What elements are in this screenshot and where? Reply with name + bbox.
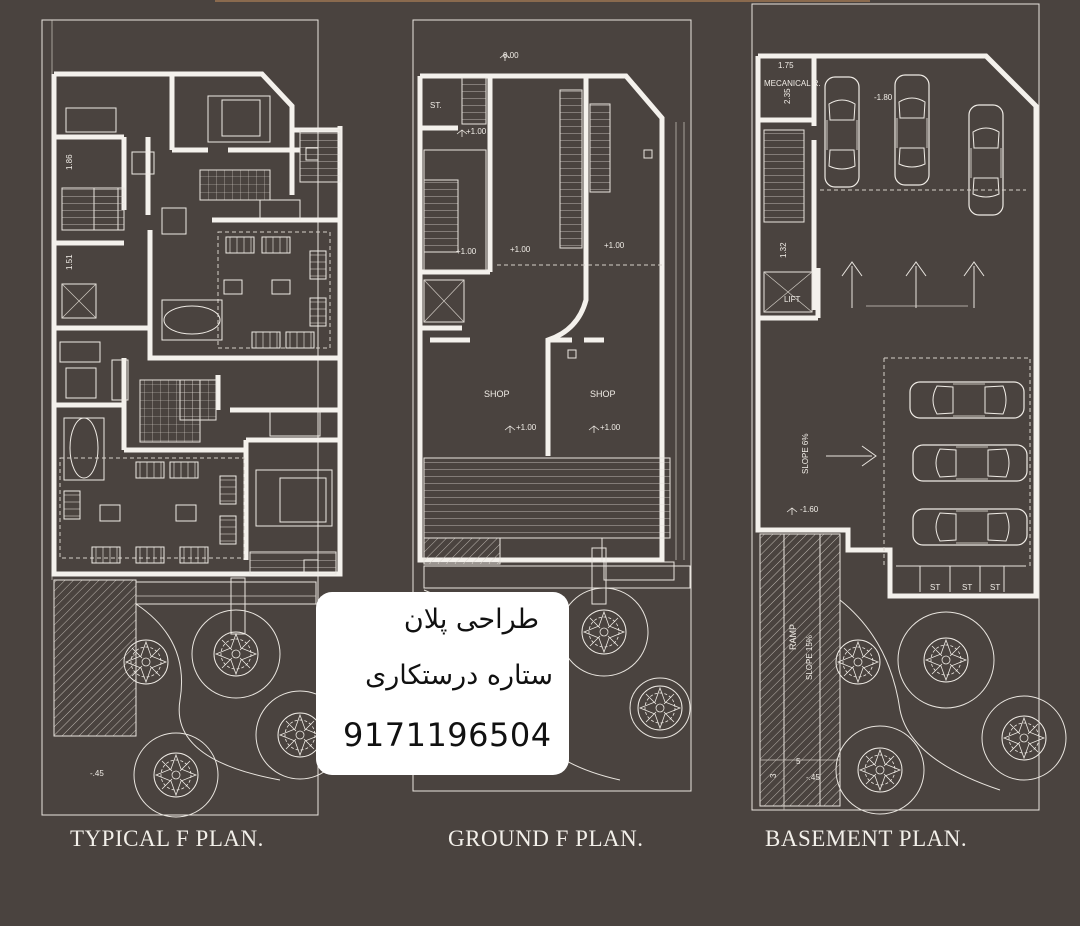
ramp-label: RAMP [788,624,798,650]
level-label: +1.00 [510,245,531,254]
plan-title-basement: BASEMENT PLAN. [765,826,968,851]
basement-plan [751,3,1067,815]
ground-floor-plan [412,19,692,792]
dim-label: 1.32 [779,242,788,258]
designer-name: ستاره درستکاری [365,660,553,691]
room-label: ST. [430,101,442,110]
dim-label: 5 [796,757,801,766]
room-label: MECANICAL R. [764,79,821,88]
level-label: -.45 [806,773,820,782]
room-label: SHOP [484,389,510,399]
top-accent-strip [215,0,870,2]
typical-floor-plan [41,19,345,818]
dim-label: 1.75 [778,61,794,70]
phone-number: 9171196504 [343,716,552,754]
level-label: +1.00 [456,247,477,256]
level-label: -1.80 [874,93,893,102]
dim-label: 1.86 [65,154,74,170]
storage-label: ST [962,583,972,592]
level-label: +1.00 [466,127,487,136]
plan-title-ground: GROUND F PLAN. [448,826,644,851]
room-label: LIFT [784,295,801,304]
level-label: -1.60 [800,505,819,514]
dim-label: 2.35 [783,88,792,104]
level-label: +1.00 [604,241,625,250]
plan-annotations: 1.86 1.51 -.45 ST. SHOP SHOP 0.00 +1.00 … [65,51,1000,782]
level-label: +1.00 [516,423,537,432]
service-title: طراحی پلان [403,604,539,635]
dim-label: 3 [769,773,778,778]
level-label: 0.00 [503,51,519,60]
slope-label: SLOPE 6% [801,434,810,474]
plan-title-typical: TYPICAL F PLAN. [70,826,264,851]
contact-card: طراحی پلان ستاره درستکاری 9171196504 [316,592,569,775]
storage-label: ST [990,583,1000,592]
level-label: -.45 [90,769,104,778]
level-label: +1.00 [600,423,621,432]
storage-label: ST [930,583,940,592]
slope-label: SLOPE 15% [805,635,814,680]
dim-label: 1.51 [65,254,74,270]
room-label: SHOP [590,389,616,399]
